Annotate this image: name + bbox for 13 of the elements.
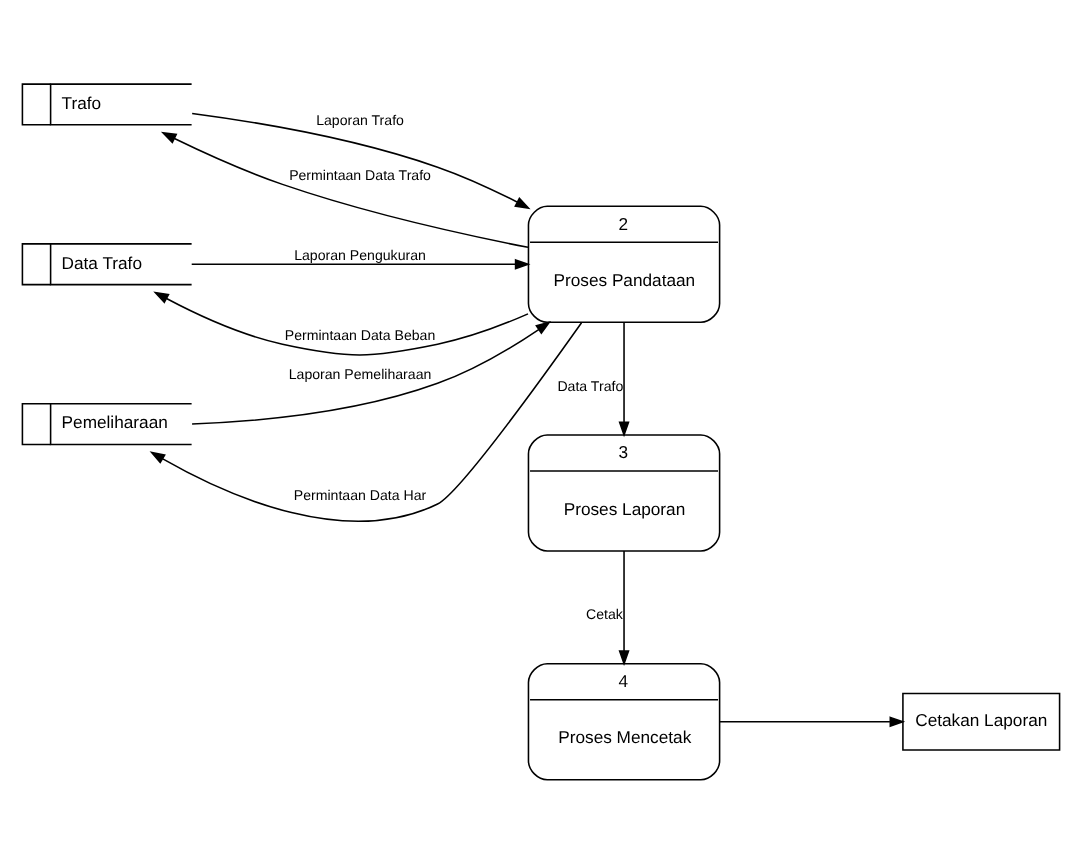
node-text: Pemeliharaan (61, 412, 168, 433)
arrow (153, 291, 529, 356)
node-box: Cetakan Laporan (902, 692, 1061, 751)
arrow (618, 321, 630, 438)
node-text: Data Trafo (61, 252, 142, 273)
arrow (149, 321, 583, 522)
arrow (618, 550, 630, 667)
arrow (191, 112, 531, 210)
node-text: Trafo (61, 92, 102, 113)
arrow (191, 320, 552, 425)
arrow (160, 131, 529, 249)
arrow (190, 258, 531, 270)
arrow (719, 716, 906, 728)
